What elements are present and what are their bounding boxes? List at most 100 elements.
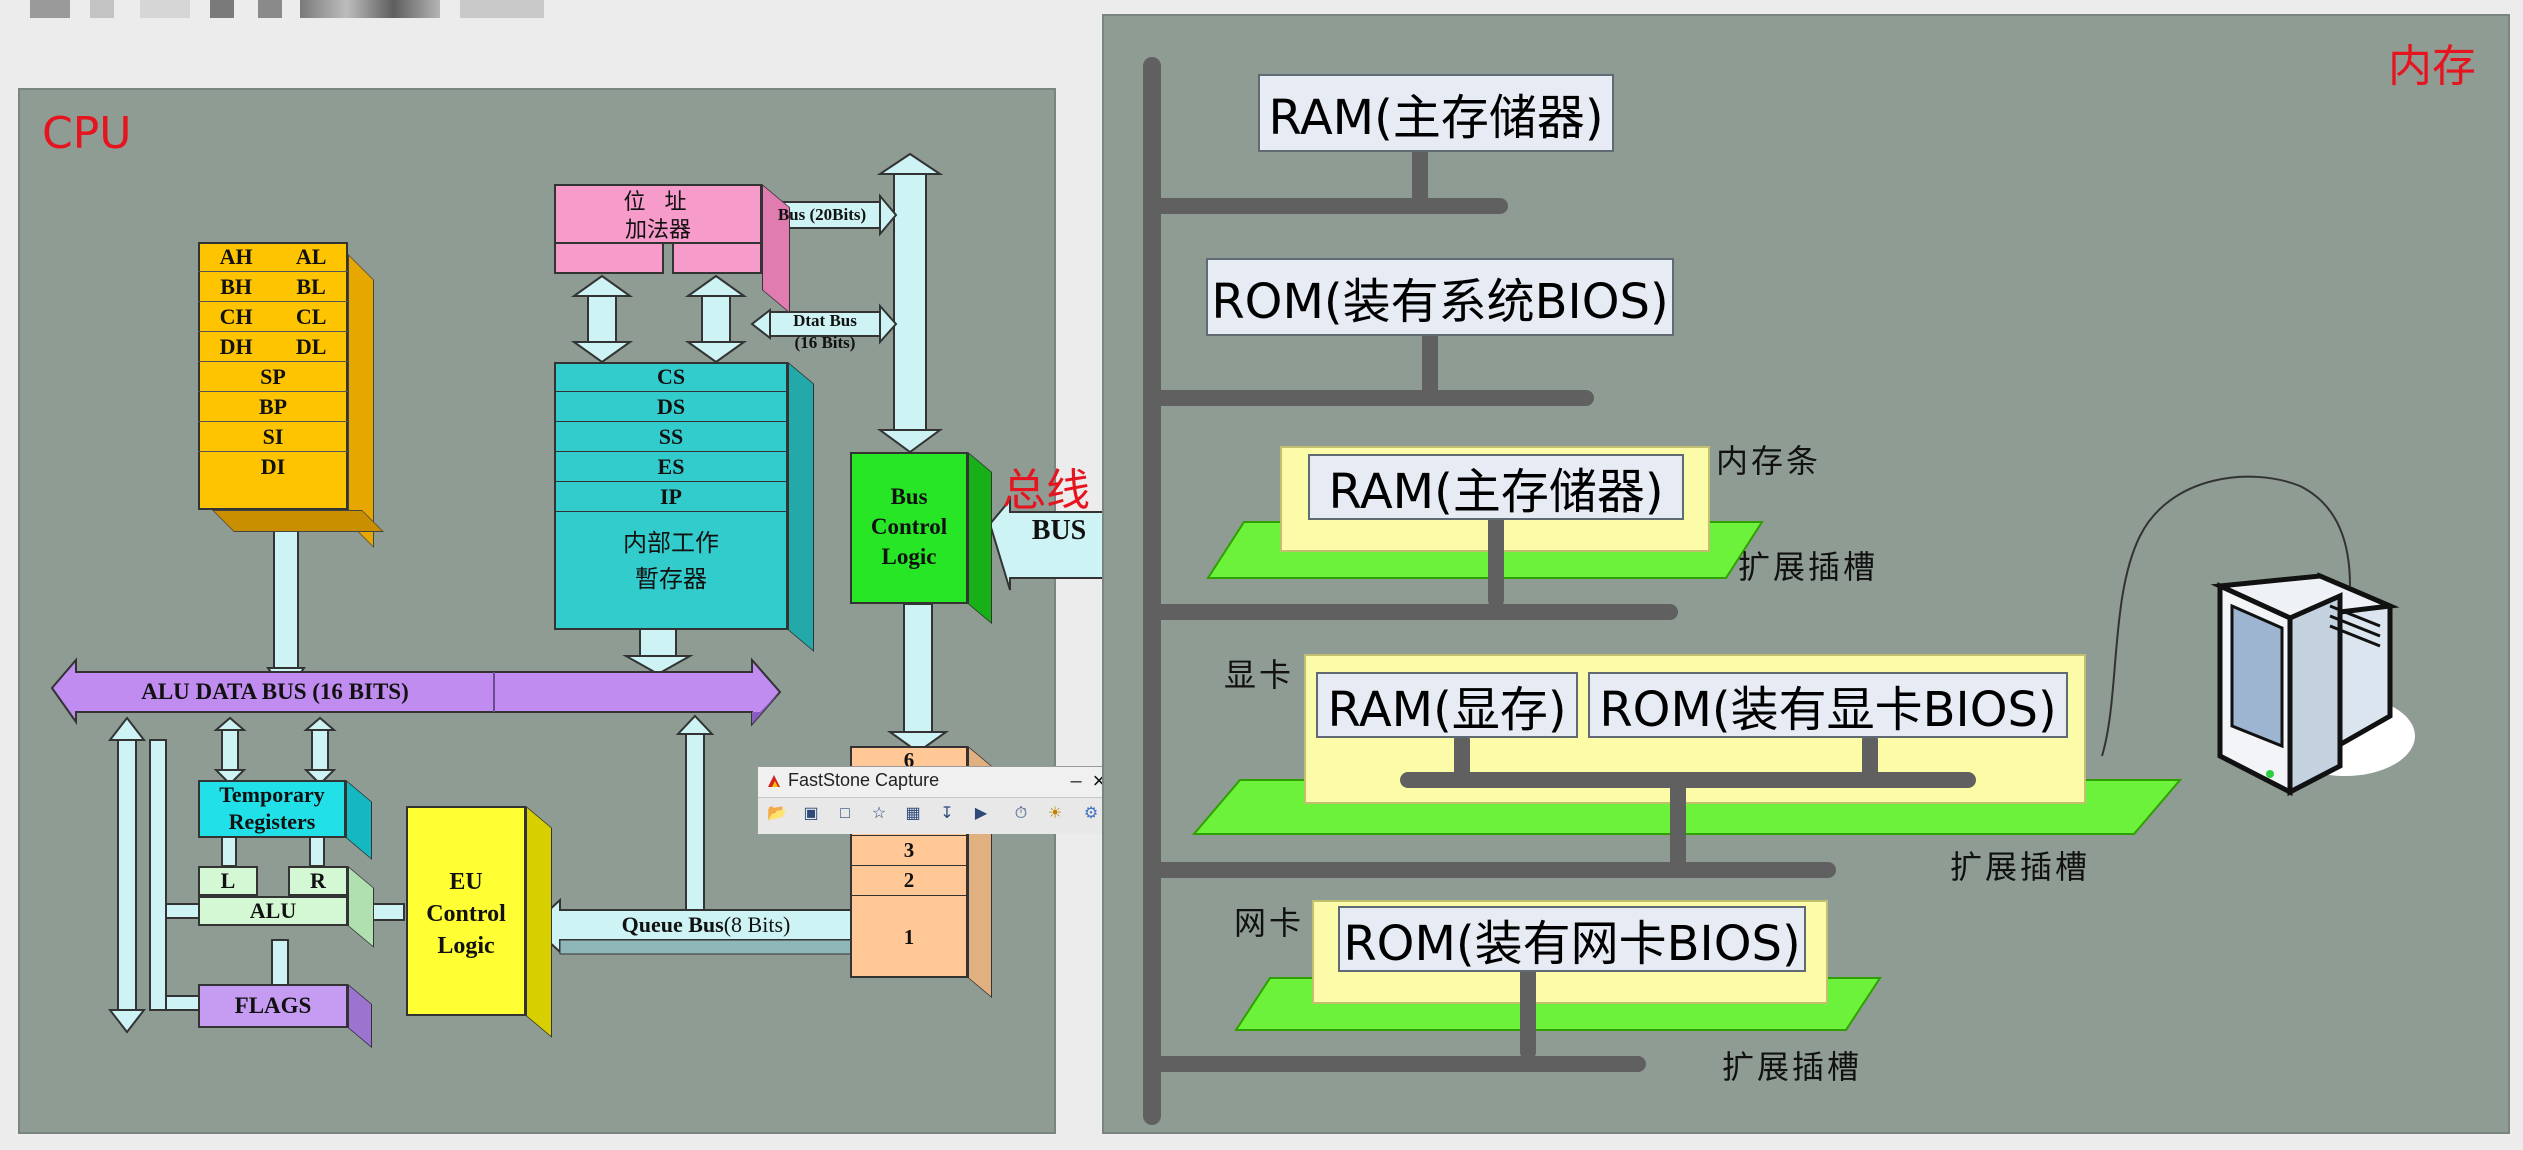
arrow-bus-temp — [213, 716, 337, 786]
alu-data-bus-arrow — [50, 657, 782, 727]
strip-block — [300, 0, 440, 18]
reg-es: ES — [554, 452, 788, 482]
flags-register: FLAGS — [198, 984, 372, 1049]
timer-icon[interactable]: ⏱ — [1014, 805, 1028, 822]
strip-block — [90, 0, 114, 18]
memory-stick-label: 内存条 — [1716, 442, 1822, 480]
adder-label-2: 加法器 — [624, 218, 691, 243]
reg-row-bx: BH BL — [198, 272, 348, 302]
queue-slot-3: 3 — [850, 836, 968, 866]
open-icon[interactable]: 📂 — [767, 805, 787, 822]
temporary-registers: Temporary Registers — [198, 780, 372, 860]
video-icon[interactable]: ▶ — [974, 805, 988, 822]
reg-ds: DS — [554, 392, 788, 422]
eu-control-2: Control — [426, 900, 506, 927]
reg-bh: BH — [220, 273, 252, 299]
temp-reg-2: Registers — [228, 809, 316, 834]
minimize-button[interactable]: – — [1070, 770, 1082, 792]
reg-bp: BP — [198, 392, 348, 422]
reg-ah: AH — [219, 243, 253, 269]
bus-cn-label: 总线 — [1002, 465, 1090, 516]
alu-l: L — [220, 868, 236, 893]
arrow-data-bus — [750, 303, 898, 345]
graphics-card-label: 显卡 — [1224, 656, 1295, 694]
reg-ip: IP — [554, 482, 788, 512]
reg-ch: CH — [219, 303, 253, 329]
cpu-title: CPU — [42, 108, 132, 159]
alu-unit: L R ALU — [198, 866, 374, 948]
fullscreen-icon[interactable]: ▦ — [905, 805, 921, 822]
rect-icon[interactable]: □ — [840, 805, 850, 822]
ram-main-chip: RAM(主存储器) — [1258, 74, 1614, 152]
reg-dh: DH — [219, 333, 253, 359]
bus-control-logic: Bus Control Logic — [850, 452, 992, 625]
arrow-temp-alu — [221, 835, 325, 987]
queue-bus-text: Queue Bus — [621, 912, 724, 937]
strip-block — [140, 0, 190, 18]
adder-label-1: 位 址 — [623, 190, 693, 215]
reg-bl: BL — [296, 273, 326, 299]
address-adder: 位 址 加法器 — [554, 184, 790, 314]
bus-control-1: Bus — [890, 484, 928, 509]
top-strip — [0, 0, 560, 20]
queue-bus-arrow — [530, 897, 853, 955]
alu-r: R — [310, 868, 326, 893]
bus-control-2: Control — [870, 514, 948, 539]
strip-block — [30, 0, 70, 18]
queue-bus-bits: (8 Bits) — [723, 912, 791, 937]
reg-al: AL — [295, 243, 327, 269]
toolbar-buttons — [758, 797, 1114, 834]
strip-block — [460, 0, 544, 18]
reg-ss: SS — [554, 422, 788, 452]
temp-label-2: 暫存器 — [635, 564, 707, 593]
arrow-bus-vertical — [876, 152, 944, 454]
expansion-slot-label-1: 扩展插槽 — [1738, 548, 1879, 586]
bus-control-3: Logic — [881, 544, 937, 569]
monitor-icon — [2101, 475, 2415, 796]
freehand-icon[interactable]: ☆ — [871, 805, 887, 822]
faststone-capture-toolbar[interactable]: FastStone Capture – × 📂 ▣ □ ☆ ▦ ↧ ▶ ⏱ ☀ … — [757, 766, 1115, 834]
temp-reg-1: Temporary — [219, 782, 325, 807]
nic-bios-chip: ROM(装有网卡BIOS) — [1338, 906, 1806, 972]
arrow-control-queue — [886, 603, 950, 754]
alu-data-bus-label: ALU DATA BUS (16 BITS) — [141, 679, 409, 704]
network-card-label: 网卡 — [1234, 904, 1305, 942]
reg-cs: CS — [554, 362, 788, 392]
expansion-slot-label-2: 扩展插槽 — [1950, 848, 2091, 886]
reg-row-cx: CH CL — [198, 302, 348, 332]
eu-control-1: EU — [449, 868, 483, 895]
strip-block — [258, 0, 282, 18]
ram-main-chip-2: RAM(主存储器) — [1308, 454, 1684, 520]
color-icon[interactable]: ☀ — [1047, 805, 1063, 822]
scroll-icon[interactable]: ↧ — [940, 805, 954, 822]
toolbar-title: FastStone Capture — [788, 770, 940, 790]
segment-registers: CS DS SS ES IP 内部工作 暫存器 — [554, 362, 814, 652]
eu-control-logic: EU Control Logic — [406, 806, 552, 1038]
arrow-adder-segment — [570, 274, 748, 364]
reg-sp: SP — [198, 362, 348, 392]
vram-chip: RAM(显存) — [1316, 672, 1578, 738]
expansion-slot-label-3: 扩展插槽 — [1722, 1048, 1863, 1086]
queue-slot-1: 1 — [903, 924, 915, 949]
data-bus-label-1: Dtat Bus — [793, 311, 857, 330]
alu-label: ALU — [249, 898, 297, 923]
eu-control-3: Logic — [437, 932, 495, 959]
memory-bus — [1143, 57, 1836, 1125]
rom-bios-chip: ROM(装有系统BIOS) — [1206, 258, 1674, 336]
cpu-diagram — [50, 152, 1136, 1034]
window-icon[interactable]: ▣ — [803, 805, 819, 822]
reg-cl: CL — [295, 303, 327, 329]
queue-slot-2: 2 — [850, 866, 968, 896]
vbios-chip: ROM(装有显卡BIOS) — [1588, 672, 2068, 738]
reg-row-ax: AH AL — [198, 242, 348, 272]
flags-label: FLAGS — [234, 993, 312, 1018]
settings-icon[interactable]: ⚙ — [1083, 805, 1099, 822]
reg-si: SI — [198, 422, 348, 452]
strip-block — [210, 0, 234, 18]
memory-title: 内存 — [2388, 41, 2476, 92]
temp-label-1: 内部工作 — [623, 528, 719, 557]
queue-bus-label: Queue Bus(8 Bits) — [560, 910, 852, 940]
faststone-logo-icon — [766, 773, 782, 789]
